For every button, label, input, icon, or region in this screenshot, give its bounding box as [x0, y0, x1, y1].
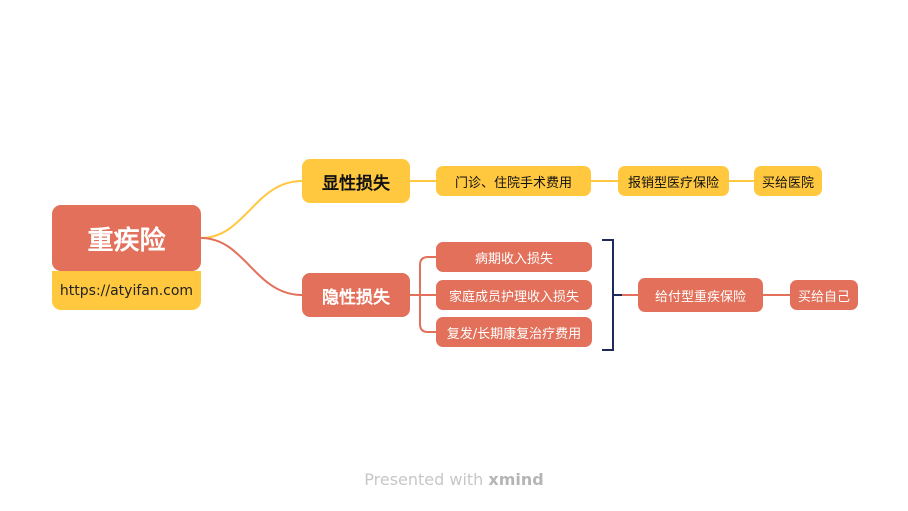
connector-root-implicit [200, 237, 303, 296]
implicit-item-2[interactable]: 家庭成员护理收入损失 [436, 280, 592, 310]
root-url-label[interactable]: https://atyifan.com [52, 271, 201, 310]
implicit-insurance[interactable]: 给付型重疾保险 [638, 278, 763, 312]
footer-brand: xmind [488, 470, 544, 489]
explicit-insurance[interactable]: 报销型医疗保险 [618, 166, 729, 196]
explicit-result[interactable]: 买给医院 [754, 166, 822, 196]
implicit-item-1[interactable]: 病期收入损失 [436, 242, 592, 272]
footer-prefix: Presented with [364, 470, 484, 489]
root-topic[interactable]: 重疾险 [52, 205, 201, 271]
footer-credit: Presented with xmind [0, 470, 908, 489]
summary-bracket [602, 239, 622, 351]
connector-root-explicit [200, 180, 303, 239]
implicit-result[interactable]: 买给自己 [790, 280, 858, 310]
branch-explicit-loss[interactable]: 显性损失 [302, 159, 410, 203]
connector-implicit-items [410, 256, 436, 333]
branch-implicit-loss[interactable]: 隐性损失 [302, 273, 410, 317]
explicit-item-medical-costs[interactable]: 门诊、住院手术费用 [436, 166, 591, 196]
implicit-item-3[interactable]: 复发/长期康复治疗费用 [436, 317, 592, 347]
